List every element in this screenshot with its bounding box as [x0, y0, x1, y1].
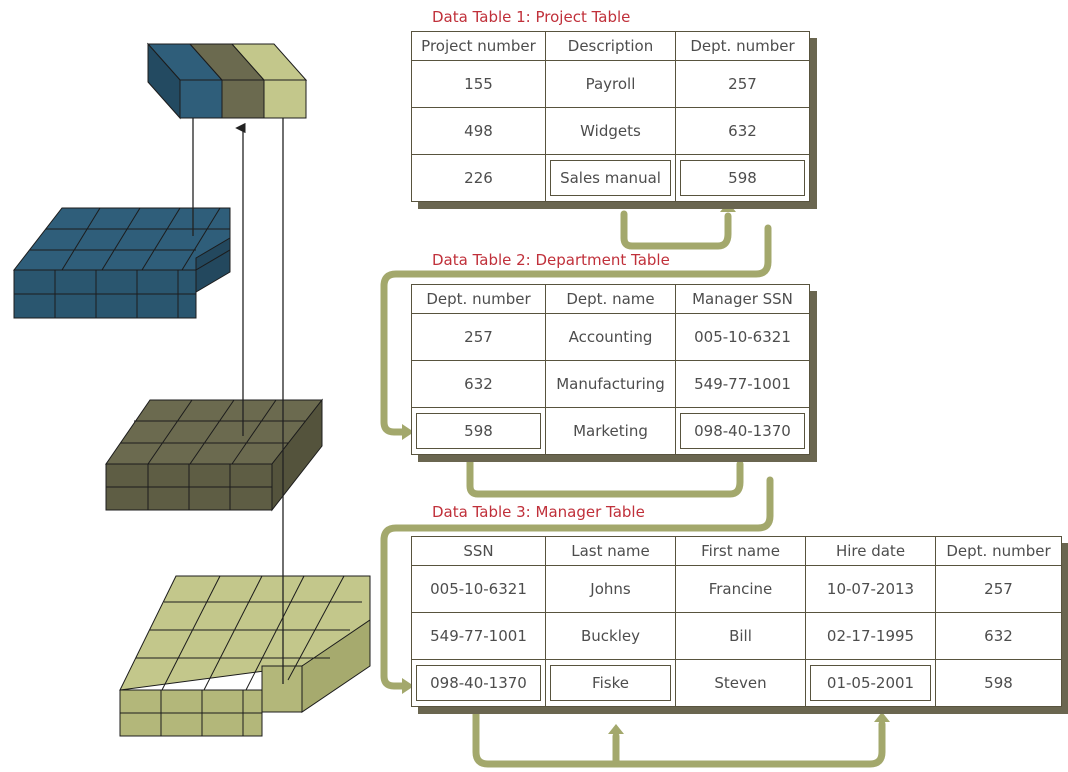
table-cell: Marketing	[545, 407, 676, 455]
combined-record-block	[146, 42, 308, 120]
table-cell: Manufacturing	[545, 360, 676, 408]
table-cell: Sales manual	[545, 154, 676, 202]
table-row: 005-10-6321 Johns Francine 10-07-2013 25…	[411, 565, 1062, 613]
table-cell: Widgets	[545, 107, 676, 155]
table-cell: 257	[675, 60, 810, 108]
table-cell: 632	[411, 360, 546, 408]
table-row: 098-40-1370 Fiske Steven 01-05-2001 598	[411, 659, 1062, 707]
arrow-heads	[402, 202, 890, 734]
highlighted-cell: 01-05-2001	[809, 665, 932, 701]
sage-table-stack	[119, 575, 371, 737]
table-cell: Steven	[675, 659, 806, 707]
table3-caption: Data Table 3: Manager Table	[432, 503, 645, 521]
table-cell: 549-77-1001	[675, 360, 810, 408]
relationship-arrows	[380, 210, 886, 768]
table-cell: 598	[675, 154, 810, 202]
table-cell: 155	[411, 60, 546, 108]
project-table: Project number Description Dept. number …	[411, 31, 810, 202]
table-cell: 498	[411, 107, 546, 155]
table-cell: 598	[411, 407, 546, 455]
highlighted-cell: 598	[415, 413, 541, 449]
table-row: 632 Manufacturing 549-77-1001	[411, 360, 810, 408]
table-cell: Accounting	[545, 313, 676, 361]
header-cell: Dept. number	[411, 284, 546, 314]
header-cell: First name	[675, 536, 806, 566]
table-cell: 226	[411, 154, 546, 202]
header-cell: Manager SSN	[675, 284, 810, 314]
highlighted-cell: 098-40-1370	[679, 413, 805, 449]
table-row: 598 Marketing 098-40-1370	[411, 407, 810, 455]
table-cell: 257	[935, 565, 1062, 613]
table-cell: 632	[675, 107, 810, 155]
table1-caption: Data Table 1: Project Table	[432, 8, 631, 26]
table-cell: Bill	[675, 612, 806, 660]
table-cell: 02-17-1995	[805, 612, 936, 660]
table-cell: 598	[935, 659, 1062, 707]
table-row: 257 Accounting 005-10-6321	[411, 313, 810, 361]
header-cell: Dept. name	[545, 284, 676, 314]
header-cell: Description	[545, 31, 676, 61]
header-cell: SSN	[411, 536, 546, 566]
table-cell: Fiske	[545, 659, 676, 707]
table-cell: 632	[935, 612, 1062, 660]
table-cell: 01-05-2001	[805, 659, 936, 707]
table-cell: 10-07-2013	[805, 565, 936, 613]
record-connector-lines	[192, 118, 284, 684]
table-cell: 098-40-1370	[411, 659, 546, 707]
table-cell: 005-10-6321	[411, 565, 546, 613]
department-table: Dept. number Dept. name Manager SSN 257 …	[411, 284, 810, 455]
highlighted-cell: Sales manual	[549, 160, 672, 196]
table-cell: 098-40-1370	[675, 407, 810, 455]
table2-caption: Data Table 2: Department Table	[432, 251, 670, 269]
table-cell: Payroll	[545, 60, 676, 108]
olive-table-stack	[105, 398, 324, 512]
header-cell: Project number	[411, 31, 546, 61]
table-header-row: SSN Last name First name Hire date Dept.…	[411, 536, 1062, 566]
table-row: 498 Widgets 632	[411, 107, 810, 155]
table-cell: Buckley	[545, 612, 676, 660]
highlighted-cell: 098-40-1370	[415, 665, 541, 701]
header-cell: Last name	[545, 536, 676, 566]
table-cell: Francine	[675, 565, 806, 613]
highlighted-cell: Fiske	[549, 665, 672, 701]
table-row: 226 Sales manual 598	[411, 154, 810, 202]
manager-table: SSN Last name First name Hire date Dept.…	[411, 536, 1062, 707]
highlighted-cell: 598	[679, 160, 805, 196]
table-cell: 549-77-1001	[411, 612, 546, 660]
table-row: 549-77-1001 Buckley Bill 02-17-1995 632	[411, 612, 1062, 660]
header-cell: Dept. number	[935, 536, 1062, 566]
header-cell: Dept. number	[675, 31, 810, 61]
table-row: 155 Payroll 257	[411, 60, 810, 108]
table-header-row: Dept. number Dept. name Manager SSN	[411, 284, 810, 314]
table-header-row: Project number Description Dept. number	[411, 31, 810, 61]
blue-table-stack	[12, 207, 231, 319]
table-cell: 005-10-6321	[675, 313, 810, 361]
table-cell: Johns	[545, 565, 676, 613]
table-cell: 257	[411, 313, 546, 361]
header-cell: Hire date	[805, 536, 936, 566]
